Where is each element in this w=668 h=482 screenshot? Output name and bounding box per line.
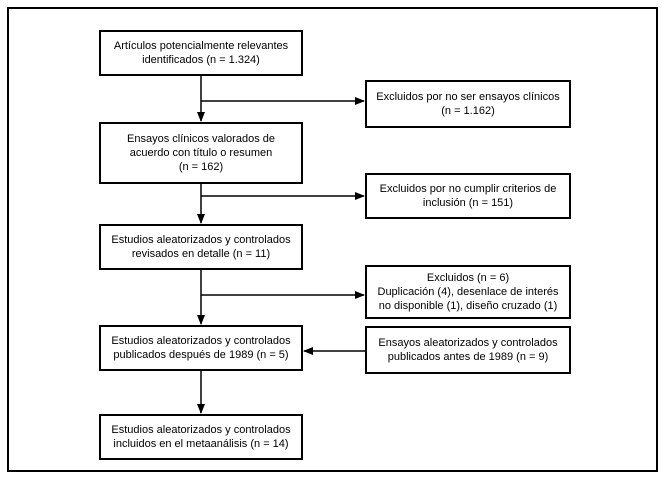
diagram-frame xyxy=(7,7,658,472)
box-excluded-detail: Excluidos (n = 6) Duplicación (4), desen… xyxy=(365,265,571,319)
box-included-metaanalysis: Estudios aleatorizados y controlados inc… xyxy=(99,414,303,460)
box-rcts-after-1989: Estudios aleatorizados y controlados pub… xyxy=(99,325,303,371)
box-reviewed-rcts: Estudios aleatorizados y controlados rev… xyxy=(99,224,303,270)
box-identified-articles: Artículos potencialmente relevantes iden… xyxy=(99,30,303,76)
box-excluded-not-trials: Excluidos por no ser ensayos clínicos (n… xyxy=(365,80,571,128)
box-rcts-before-1989: Ensayos aleatorizados y controlados publ… xyxy=(365,326,571,374)
box-screened-trials: Ensayos clínicos valorados de acuerdo co… xyxy=(99,122,303,184)
box-excluded-criteria: Excluidos por no cumplir criterios de in… xyxy=(365,173,571,219)
